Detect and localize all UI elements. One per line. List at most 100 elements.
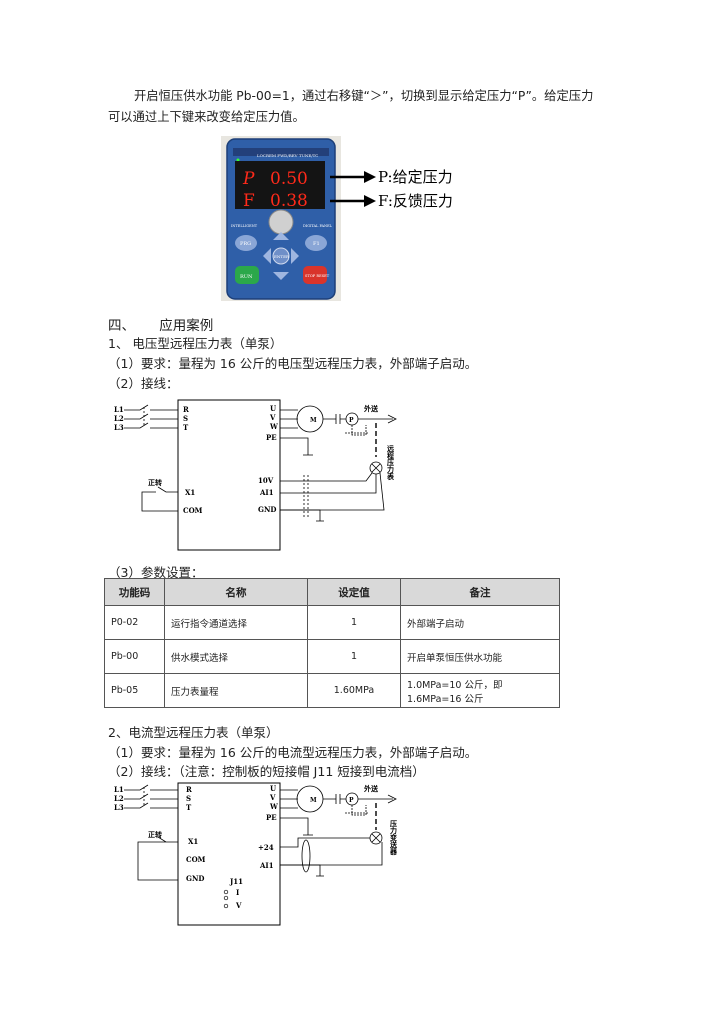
d1-gnd: GND — [258, 505, 276, 514]
table-row: Pb-00 供水模式选择 1 开启单泵恒压供水功能 — [104, 639, 560, 674]
up-arrow-icon[interactable] — [273, 232, 289, 240]
cell-code: Pb-05 — [104, 673, 165, 708]
cell-value: 1.60MPa — [307, 673, 401, 708]
f1-label: F1 — [313, 241, 320, 247]
wiring-diagram-voltage: L1 L2 L3 R S T U V W PE M P 外送 远程压力表 10V… — [114, 399, 397, 551]
table-row: Pb-05 压力表量程 1.60MPa 1.0MPa=10 公斤，即 1.6MP… — [104, 673, 560, 708]
intro-paragraph: 开启恒压供水功能 Pb-00=1，通过右移键“＞”，切换到显示给定压力“P”。给… — [108, 86, 613, 128]
d1-com: COM — [183, 506, 203, 515]
d1-pe: PE — [266, 433, 277, 442]
enter-label: ENTER — [274, 254, 290, 259]
d2-v: V — [269, 793, 276, 802]
d2-l3: L3 — [114, 803, 124, 812]
keypad-annotations: P:给定压力 F:反馈压力 — [330, 168, 453, 210]
d2-t: T — [186, 803, 192, 812]
case2-wiring-label: （2）接线：（注意：控制板的短接帽 J11 短接到电流档） — [108, 764, 425, 779]
case1-title: 1、 电压型远程压力表（单泵） — [108, 336, 283, 351]
d1-t: T — [183, 423, 189, 432]
stop-label: STOP RESET — [305, 274, 330, 278]
keypad-left-mark: INTELLIGENT — [231, 224, 258, 228]
d2-w: W — [269, 802, 278, 811]
knob-icon[interactable] — [268, 209, 294, 235]
th-name: 名称 — [164, 578, 308, 606]
keypad-right-mark: DIGITAL PANEL — [303, 224, 333, 228]
d1-outlet: 外送 — [364, 404, 379, 413]
d2-24v: +24 — [258, 843, 274, 852]
d1-l2: L2 — [114, 414, 124, 423]
cell-name: 供水模式选择 — [164, 639, 308, 674]
d1-w: W — [269, 422, 278, 431]
display-row2-value: 0.38 — [270, 191, 308, 211]
cell-note: 外部端子启动 — [400, 605, 560, 640]
prg-label: PRG — [240, 241, 251, 247]
annot-f: F:反馈压力 — [378, 192, 453, 210]
section-title: 应用案例 — [159, 318, 214, 334]
section-number: 四、 — [108, 318, 135, 334]
arrow-p-icon — [364, 171, 376, 183]
enter-button[interactable] — [272, 247, 290, 265]
case1-wiring-label: （2）接线： — [108, 376, 179, 391]
down-arrow-icon[interactable] — [273, 272, 289, 280]
d2-j11-v: V — [235, 901, 242, 910]
d2-pe: PE — [266, 813, 277, 822]
run-button[interactable] — [235, 266, 259, 284]
d1-10v: 10V — [258, 476, 274, 485]
d1-s: S — [183, 414, 188, 423]
d2-fwd: 正转 — [148, 830, 162, 839]
case1-requirement: （1）要求：量程为 16 公斤的电压型远程压力表，外部端子启动。 — [108, 356, 478, 371]
cell-name: 运行指令通道选择 — [164, 605, 308, 640]
th-note: 备注 — [400, 578, 560, 606]
d1-motor-label: M — [310, 417, 317, 424]
d2-s: S — [186, 794, 191, 803]
d2-l1: L1 — [114, 785, 124, 794]
left-arrow-icon[interactable] — [263, 248, 271, 264]
prg-button[interactable] — [235, 235, 257, 251]
d2-r: R — [186, 785, 192, 794]
d1-gauge-label: 远程压力表 — [386, 445, 396, 481]
keypad-photo: LOCREM FWD/REV TUNE/TC P 0.50 F 0.38 INT… — [221, 136, 341, 301]
param-table: 功能码 名称 设定值 备注 P0-02 运行指令通道选择 1 外部端子启动 Pb… — [104, 578, 560, 708]
cell-note: 开启单泵恒压供水功能 — [400, 639, 560, 674]
d2-j11-i: I — [236, 888, 239, 897]
d1-l1: L1 — [114, 405, 124, 414]
cell-value: 1 — [307, 639, 401, 674]
wiring-diagram-current: L1 L2 L3 R S T U V W PE M P 外送 压力变送器 正转 … — [114, 782, 399, 926]
d1-pump-label: P — [349, 417, 354, 424]
case1-params-label: （3）参数设置： — [108, 565, 204, 580]
section-heading: 四、 应用案例 — [108, 314, 213, 334]
th-value: 设定值 — [307, 578, 401, 606]
d2-gnd: GND — [186, 874, 204, 883]
d2-motor-label: M — [310, 797, 317, 804]
intro-line-1: 开启恒压供水功能 Pb-00=1，通过右移键“＞”，切换到显示给定压力“P”。给… — [134, 89, 594, 103]
cell-code: Pb-00 — [104, 639, 165, 674]
d2-outlet: 外送 — [364, 784, 379, 793]
right-arrow-icon[interactable] — [291, 248, 299, 264]
arrow-f-icon — [364, 195, 376, 207]
d2-com: COM — [186, 855, 206, 864]
d2-transmitter-label: 压力变送器 — [389, 819, 399, 856]
display-row2-letter: F — [243, 191, 255, 211]
d1-x1: X1 — [185, 488, 195, 497]
d2-j11: J11 — [229, 877, 243, 886]
d1-r: R — [183, 405, 189, 414]
d1-u: U — [270, 404, 276, 413]
d2-x1: X1 — [188, 837, 198, 846]
d2-u: U — [270, 784, 276, 793]
case2-title: 2、电流型远程压力表（单泵） — [108, 725, 279, 740]
f1-button[interactable] — [305, 235, 327, 251]
stop-reset-button[interactable] — [303, 266, 327, 284]
d1-fwd: 正转 — [148, 478, 162, 487]
intro-line-2: 可以通过上下键来改变给定压力值。 — [108, 110, 305, 124]
d2-l2: L2 — [114, 794, 124, 803]
d2-pump-label: P — [349, 797, 354, 804]
display-row1-value: 0.50 — [270, 169, 308, 189]
annot-p: P:给定压力 — [378, 168, 453, 186]
table-header-row: 功能码 名称 设定值 备注 — [104, 578, 560, 606]
run-label: RUN — [240, 274, 253, 280]
keypad-top-labels: LOCREM FWD/REV TUNE/TC — [257, 153, 318, 158]
d1-ai1: AI1 — [259, 488, 274, 497]
cell-code: P0-02 — [104, 605, 165, 640]
case2-requirement: （1）要求：量程为 16 公斤的电流型远程压力表，外部端子启动。 — [108, 745, 478, 760]
d1-l3: L3 — [114, 423, 124, 432]
table-row: P0-02 运行指令通道选择 1 外部端子启动 — [104, 605, 560, 640]
